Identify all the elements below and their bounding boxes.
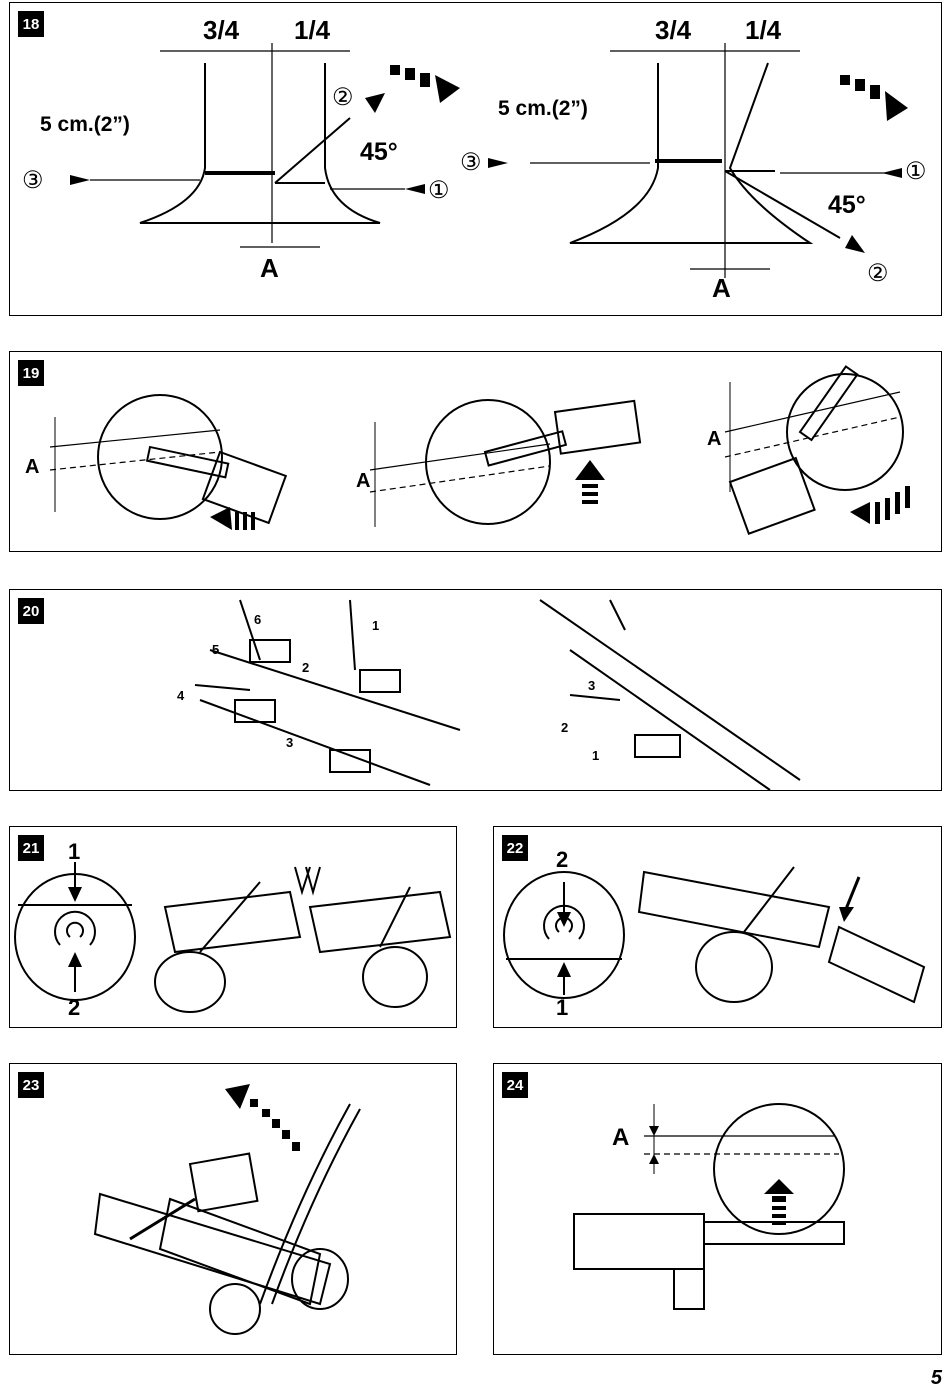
dimension-a-label: A <box>707 428 722 450</box>
cut-order-label: 1 <box>556 995 569 1020</box>
figure-21-panel: 21 1 2 <box>9 826 457 1028</box>
step-label: 2 <box>302 660 310 675</box>
underbuck-diagram <box>573 1103 845 1310</box>
page-number: 5 <box>930 1367 942 1389</box>
dimension-a-label: A <box>25 456 40 478</box>
figure-number: 21 <box>18 835 44 861</box>
step-label: 4 <box>177 688 185 703</box>
angle-label: 45° <box>360 138 398 166</box>
log-support-diagram <box>503 866 926 1004</box>
cut-3-marker: ③ <box>460 149 482 176</box>
log-support-diagram <box>14 862 452 1013</box>
figure-19-panel: 19 A <box>9 351 942 552</box>
cut-order-label: 2 <box>68 995 81 1020</box>
step-label: 6 <box>254 612 262 627</box>
angle-label: 45° <box>828 191 866 219</box>
figure-number: 20 <box>18 598 44 624</box>
cut-1-marker: ① <box>428 177 450 204</box>
figure-number: 19 <box>18 360 44 386</box>
ratio-three-quarters-label: 3/4 <box>655 15 692 45</box>
figure-number: 18 <box>18 11 44 37</box>
limbing-diagram <box>194 599 801 791</box>
cut-order-label: 2 <box>556 847 569 872</box>
cut-order-label: 1 <box>68 839 81 864</box>
figure-23-panel: 23 <box>9 1063 457 1355</box>
figure-24-panel: 24 A <box>493 1063 942 1355</box>
figure-20-panel: 20 1 2 3 4 5 6 1 2 3 <box>9 589 942 791</box>
step-label: 5 <box>212 642 220 657</box>
figure-number: 24 <box>502 1072 528 1098</box>
step-label: 3 <box>588 678 596 693</box>
dimension-a-label: A <box>612 1124 630 1151</box>
log-bucking-diagram <box>49 365 910 535</box>
ratio-one-quarter-label: 1/4 <box>745 15 782 45</box>
dimension-a-label: A <box>356 470 371 492</box>
figure-18-panel: 18 <box>9 2 942 316</box>
ratio-one-quarter-label: 1/4 <box>294 15 331 45</box>
ratio-three-quarters-label: 3/4 <box>203 15 240 45</box>
cut-2-marker: ② <box>867 260 889 287</box>
cut-3-marker: ③ <box>22 167 44 194</box>
cut-1-marker: ① <box>905 158 927 185</box>
figure-number: 23 <box>18 1072 44 1098</box>
felling-notch-diagram <box>70 43 908 278</box>
notch-height-label: 5 cm.(2”) <box>498 97 588 120</box>
step-label: 1 <box>372 618 380 633</box>
figure-number: 22 <box>502 835 528 861</box>
dimension-a-label: A <box>260 253 279 283</box>
cut-2-marker: ② <box>332 84 354 111</box>
step-label: 2 <box>561 720 569 735</box>
figure-22-panel: 22 2 1 <box>493 826 942 1028</box>
notch-height-label: 5 cm.(2”) <box>40 113 130 136</box>
spring-pole-diagram <box>93 1084 361 1335</box>
step-label: 3 <box>286 735 294 750</box>
dimension-a-label: A <box>712 273 731 303</box>
step-label: 1 <box>592 748 600 763</box>
